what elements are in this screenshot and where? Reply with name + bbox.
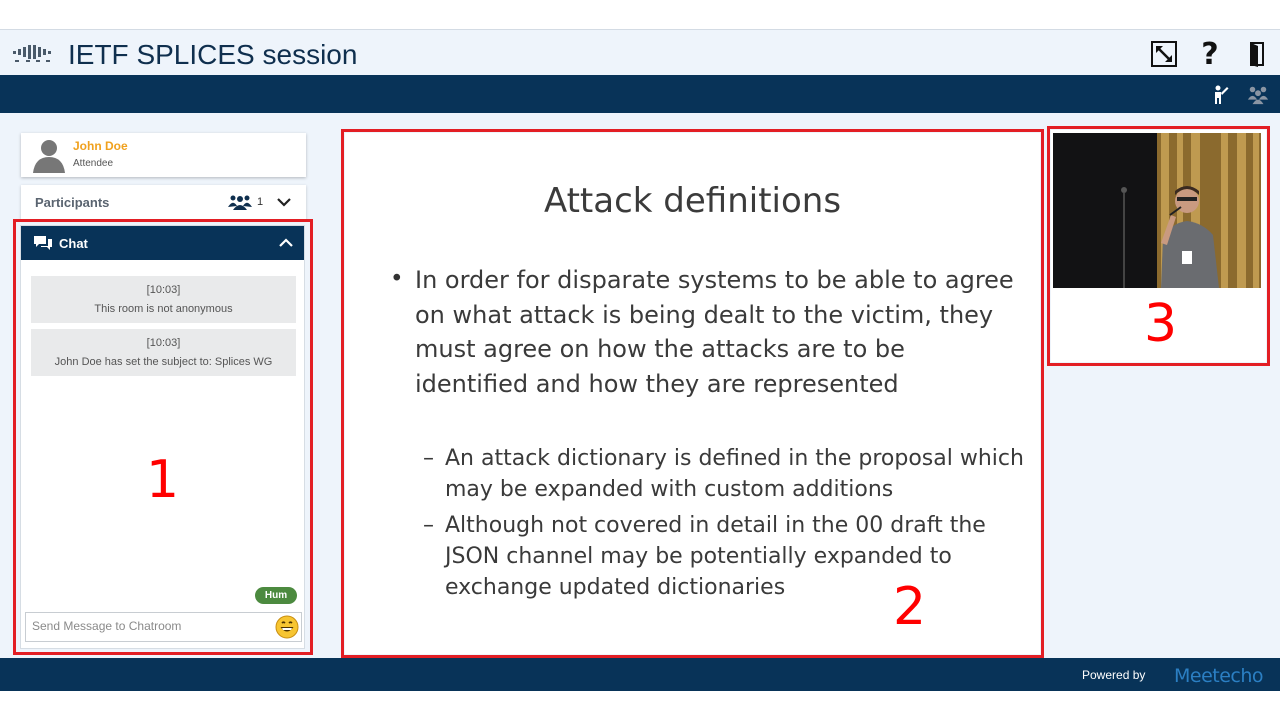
video-panel <box>1051 130 1266 362</box>
participants-label: Participants <box>35 195 110 210</box>
chat-message: [10:03] This room is not anonymous <box>31 276 296 323</box>
chat-input[interactable]: Send Message to Chatroom <box>25 612 302 642</box>
annotation-label-3: 3 <box>1144 294 1178 354</box>
participants-icon <box>228 195 252 210</box>
participants-group-icon[interactable] <box>1247 84 1269 106</box>
raise-hand-icon[interactable] <box>1211 84 1233 106</box>
slide-sub-bullet: An attack dictionary is defined in the p… <box>445 446 1024 502</box>
fullscreen-icon[interactable] <box>1150 40 1178 68</box>
chat-message: [10:03] John Doe has set the subject to:… <box>31 329 296 376</box>
chat-header[interactable]: Chat <box>21 226 304 260</box>
ietf-logo-icon <box>13 45 51 62</box>
participants-count: 1 <box>257 196 264 208</box>
toolbar <box>0 75 1280 113</box>
chat-input-placeholder: Send Message to Chatroom <box>32 619 182 633</box>
workspace: John Doe Attendee Participants 1 <box>0 113 1280 658</box>
message-text: This room is not anonymous <box>94 303 233 315</box>
chevron-up-icon[interactable] <box>279 238 293 248</box>
dash-icon: – <box>423 446 434 471</box>
dash-icon: – <box>423 513 434 538</box>
bullet-dot-icon: • <box>390 266 404 292</box>
slide-sub-bullet: Although not covered in detail in the 00… <box>445 513 986 600</box>
presentation-slide: Attack definitions • In order for dispar… <box>345 133 1040 654</box>
help-icon[interactable]: ? <box>1201 36 1219 72</box>
annotation-box-3 <box>1047 126 1270 366</box>
chevron-down-icon[interactable] <box>277 196 291 208</box>
user-role: Attendee <box>73 158 114 169</box>
annotation-label-1: 1 <box>146 450 180 510</box>
exit-icon[interactable] <box>1243 40 1271 68</box>
chat-panel: Chat [10:03] This room is not anonymous … <box>20 225 305 649</box>
participants-toggle[interactable]: Participants 1 <box>21 185 306 219</box>
message-text: John Doe has set the subject to: Splices… <box>54 356 273 368</box>
app-footer: Powered by Meetecho <box>0 658 1280 691</box>
message-time: [10:03] <box>146 284 181 296</box>
meetecho-logo[interactable]: Meetecho <box>1174 665 1264 687</box>
powered-by-label: Powered by <box>1082 668 1146 682</box>
user-name: John Doe <box>73 139 128 153</box>
page-title: IETF SPLICES session <box>68 39 358 70</box>
annotation-box-2 <box>341 129 1044 658</box>
annotation-box-1 <box>13 219 313 655</box>
avatar <box>33 140 65 173</box>
annotation-label-2: 2 <box>893 577 927 637</box>
slide-bullet: In order for disparate systems to be abl… <box>415 266 1014 398</box>
speaker-video <box>1053 133 1261 288</box>
emoji-icon[interactable] <box>275 615 299 639</box>
chat-title: Chat <box>59 236 88 251</box>
slide-title: Attack definitions <box>543 181 842 221</box>
user-card: John Doe Attendee <box>21 133 306 177</box>
app-header: IETF SPLICES session ? <box>0 29 1280 75</box>
message-time: [10:03] <box>146 337 181 349</box>
hum-button[interactable]: Hum <box>255 587 297 604</box>
chat-bubbles-icon <box>34 236 52 250</box>
